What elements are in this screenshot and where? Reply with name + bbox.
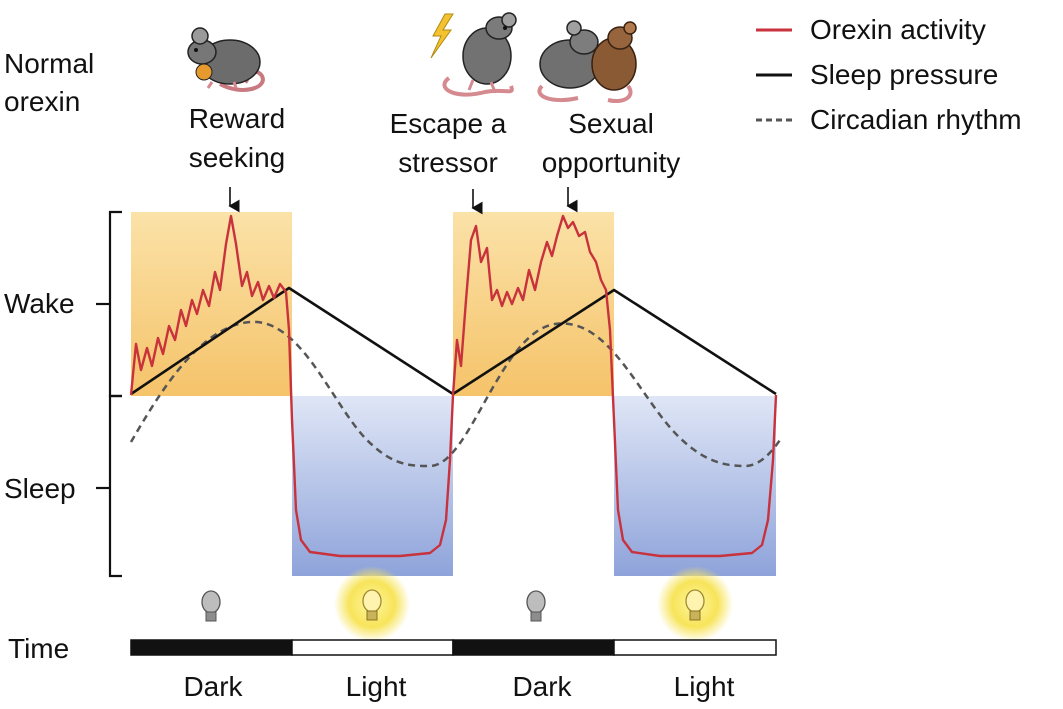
- sleep-label: Sleep: [4, 473, 76, 504]
- legend: Orexin activity Sleep pressure Circadian…: [756, 14, 1022, 135]
- phase-label-dark: Dark: [183, 671, 243, 702]
- bulb-on-icon: [334, 566, 410, 642]
- phase-label-light: Light: [346, 671, 407, 702]
- time-label: Time: [8, 633, 69, 664]
- mouse-eating-icon: [187, 27, 265, 92]
- sleep-panel-2: [614, 396, 776, 576]
- legend-label-orexin: Orexin activity: [810, 14, 986, 45]
- sexual-label-line2: opportunity: [542, 147, 681, 178]
- condition-label-line1: Normal: [4, 48, 94, 79]
- shocked-mouse-icon: [430, 12, 517, 97]
- stressor-label-line2: stressor: [398, 147, 498, 178]
- wake-label: Wake: [4, 288, 75, 319]
- bulb-on-icon: [657, 566, 733, 642]
- time-bar: [130, 639, 777, 656]
- wake-panel-1: [131, 212, 292, 396]
- bulb-off-icon: [201, 590, 221, 622]
- state-axis: [96, 210, 122, 578]
- orexin-activity-line: [129, 214, 778, 558]
- reward-label-line1: Reward: [189, 103, 285, 134]
- legend-label-pressure: Sleep pressure: [810, 59, 998, 90]
- circadian-curve: [129, 320, 784, 468]
- condition-label-line2: orexin: [4, 86, 80, 117]
- reward-label-line2: seeking: [189, 142, 286, 173]
- mouse-pair-icon: [537, 20, 637, 103]
- stressor-label-line1: Escape a: [390, 108, 507, 139]
- legend-label-circadian: Circadian rhythm: [810, 104, 1022, 135]
- sleep-panel-1: [292, 396, 453, 576]
- phase-label-dark: Dark: [512, 671, 572, 702]
- phase-label-light: Light: [674, 671, 735, 702]
- bulb-off-icon: [526, 590, 546, 622]
- sexual-label-line1: Sexual: [568, 108, 654, 139]
